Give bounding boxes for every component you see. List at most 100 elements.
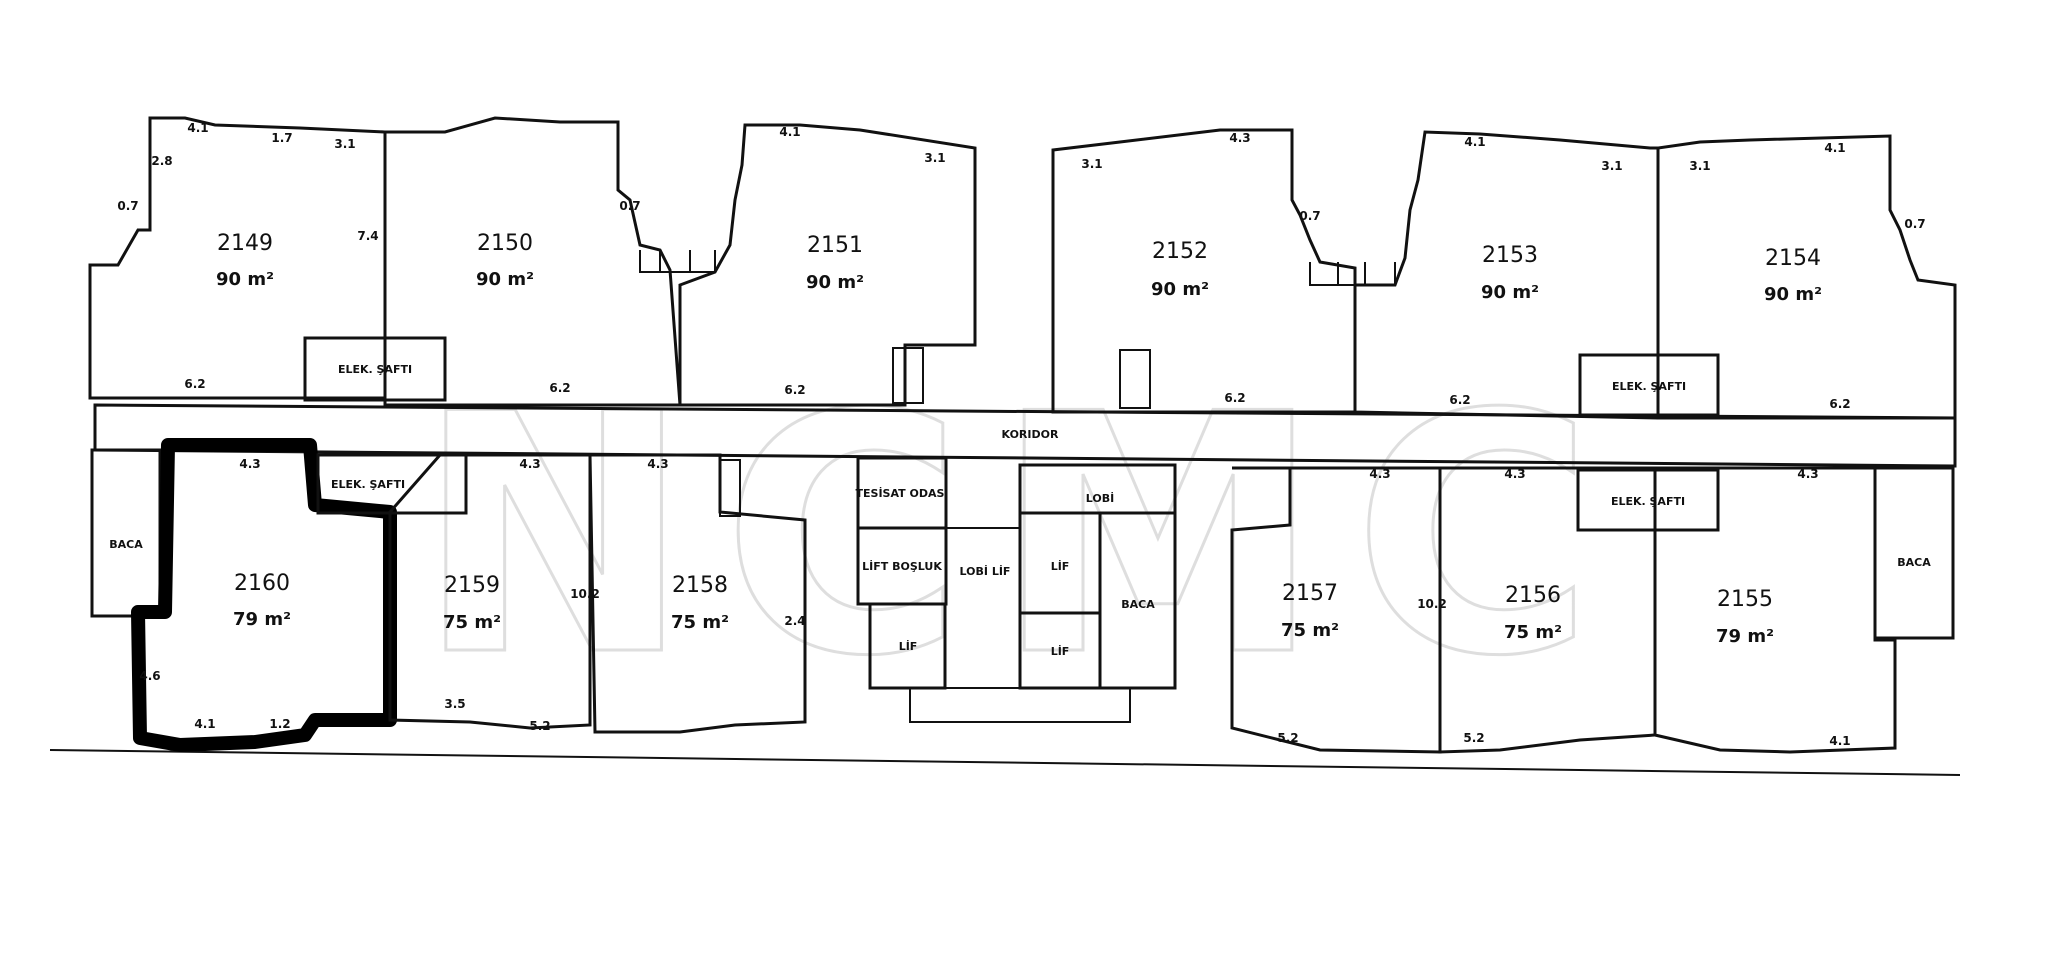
svg-text:3.1: 3.1 <box>1601 159 1622 173</box>
unit-label-2149: 2149 90 m² <box>216 231 274 290</box>
corridor-label: KORIDOR <box>1002 428 1059 441</box>
lobi-label: LOBİ <box>1086 491 1114 505</box>
baca-right-label: BACA <box>1897 556 1931 569</box>
svg-text:4.1: 4.1 <box>194 717 215 731</box>
elek-label-1: ELEK. ŞAFTI <box>338 363 412 376</box>
svg-text:4.3: 4.3 <box>1229 131 1250 145</box>
lobi-lif-label: LOBİ LİF <box>960 564 1011 578</box>
svg-text:90 m²: 90 m² <box>1481 282 1539 303</box>
notch-2150-2151 <box>639 250 716 273</box>
unit-label-2152: 2152 90 m² <box>1151 239 1209 300</box>
svg-text:2153: 2153 <box>1482 243 1538 268</box>
shaft-2151 <box>892 347 924 404</box>
svg-text:4.3: 4.3 <box>519 457 540 471</box>
svg-text:75 m²: 75 m² <box>443 612 501 633</box>
baca-left-label: BACA <box>109 538 143 551</box>
svg-text:1.7: 1.7 <box>271 131 292 145</box>
svg-text:2149: 2149 <box>217 231 273 256</box>
svg-text:6.2: 6.2 <box>784 383 805 397</box>
svg-text:2154: 2154 <box>1765 246 1821 271</box>
svg-text:4.1: 4.1 <box>1824 141 1845 155</box>
svg-text:3.1: 3.1 <box>1081 157 1102 171</box>
svg-text:4.3: 4.3 <box>1369 467 1390 481</box>
lift-right-1-label: LİF <box>1051 559 1070 573</box>
tesisat-label: TESİSAT ODASI <box>856 486 949 500</box>
svg-text:4.1: 4.1 <box>779 125 800 139</box>
svg-text:2150: 2150 <box>477 231 533 256</box>
svg-text:0.7: 0.7 <box>1299 209 1320 223</box>
svg-text:2155: 2155 <box>1717 587 1773 612</box>
shaft-2158 <box>719 459 741 517</box>
svg-text:10.2: 10.2 <box>1417 597 1447 611</box>
svg-text:4.3: 4.3 <box>1797 467 1818 481</box>
unit-2154-outline <box>1656 134 1957 420</box>
notch-2152-2153 <box>1309 262 1396 286</box>
unit-2149-outline <box>88 116 387 400</box>
svg-text:3.1: 3.1 <box>924 151 945 165</box>
svg-text:90 m²: 90 m² <box>1151 279 1209 300</box>
svg-text:75 m²: 75 m² <box>1504 622 1562 643</box>
svg-text:0.7: 0.7 <box>117 199 138 213</box>
lift-left <box>868 602 947 690</box>
svg-text:6.2: 6.2 <box>1829 397 1850 411</box>
svg-text:90 m²: 90 m² <box>476 269 534 290</box>
svg-text:90 m²: 90 m² <box>216 269 274 290</box>
elek-label-4: ELEK. ŞAFTI <box>1611 495 1685 508</box>
svg-text:4.1: 4.1 <box>1464 135 1485 149</box>
svg-text:3.5: 3.5 <box>444 697 465 711</box>
unit-2160-highlight <box>131 438 397 752</box>
svg-text:79 m²: 79 m² <box>1716 626 1774 647</box>
unit-label-2160: 2160 79 m² <box>233 571 291 630</box>
svg-text:4.3: 4.3 <box>239 457 260 471</box>
unit-label-2154: 2154 90 m² <box>1764 246 1822 305</box>
svg-text:90 m²: 90 m² <box>806 272 864 293</box>
svg-text:0.7: 0.7 <box>1904 217 1925 231</box>
svg-text:75 m²: 75 m² <box>1281 620 1339 641</box>
baca-right <box>1873 466 1955 640</box>
svg-text:7.4: 7.4 <box>357 229 378 243</box>
svg-text:2151: 2151 <box>807 233 863 258</box>
svg-text:5.2: 5.2 <box>1463 731 1484 745</box>
unit-2151-outline <box>678 123 977 407</box>
unit-label-2150: 2150 90 m² <box>476 231 534 290</box>
elek-label-3: ELEK. ŞAFTI <box>331 478 405 491</box>
svg-text:90 m²: 90 m² <box>1764 284 1822 305</box>
svg-text:2160: 2160 <box>234 571 290 596</box>
baca-center <box>1098 511 1177 690</box>
svg-text:6.2: 6.2 <box>1224 391 1245 405</box>
watermark: NCMC <box>416 344 1625 728</box>
svg-text:6.2: 6.2 <box>1449 393 1470 407</box>
svg-text:2157: 2157 <box>1282 581 1338 606</box>
svg-text:4.6: 4.6 <box>139 669 160 683</box>
svg-text:5.2: 5.2 <box>529 719 550 733</box>
baca-center-label: BACA <box>1121 598 1155 611</box>
svg-text:4.3: 4.3 <box>1504 467 1525 481</box>
svg-text:2159: 2159 <box>444 573 500 598</box>
lift-right-2-label: LİF <box>1051 644 1070 658</box>
svg-text:3.1: 3.1 <box>1689 159 1710 173</box>
svg-text:75 m²: 75 m² <box>671 612 729 633</box>
unit-label-2158: 2158 75 m² <box>671 573 729 633</box>
unit-label-2156: 2156 75 m² <box>1504 583 1562 643</box>
unit-label-2157: 2157 75 m² <box>1281 581 1339 641</box>
svg-text:10.2: 10.2 <box>570 587 600 601</box>
svg-text:3.1: 3.1 <box>334 137 355 151</box>
unit-2155-outline <box>1653 466 1897 754</box>
block-bottom-left <box>316 453 468 515</box>
svg-text:0.7: 0.7 <box>619 199 640 213</box>
svg-text:1.2: 1.2 <box>269 717 290 731</box>
svg-text:2.8: 2.8 <box>151 154 172 168</box>
svg-text:2158: 2158 <box>672 573 728 598</box>
lift-bosluk-label: LİFT BOŞLUK <box>862 559 942 573</box>
svg-text:4.3: 4.3 <box>647 457 668 471</box>
unit-label-2159: 2159 75 m² <box>443 573 501 633</box>
svg-text:2152: 2152 <box>1152 239 1208 264</box>
svg-text:6.2: 6.2 <box>184 377 205 391</box>
svg-text:6.2: 6.2 <box>549 381 570 395</box>
svg-text:2156: 2156 <box>1505 583 1561 608</box>
svg-text:2.4: 2.4 <box>784 614 805 628</box>
corridor <box>93 403 1957 468</box>
shaft-2152 <box>1119 349 1151 409</box>
ground-line <box>49 749 1961 776</box>
